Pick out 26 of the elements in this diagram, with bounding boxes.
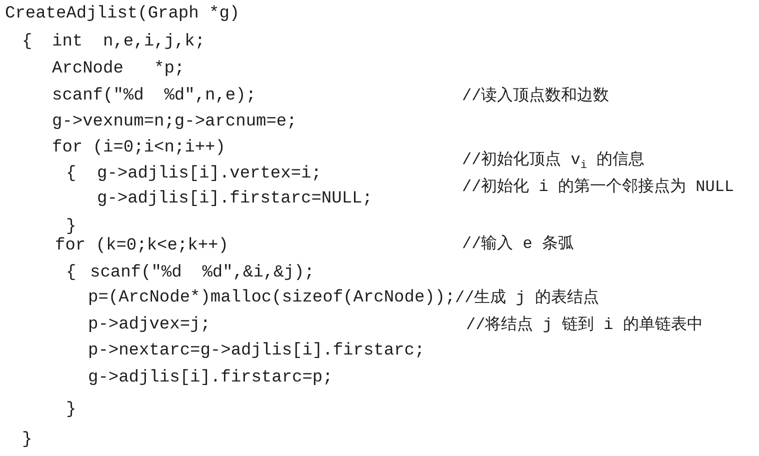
code-line: p->adjvex=j; — [88, 316, 210, 334]
code-line: CreateAdjlist(Graph *g) — [5, 6, 240, 22]
code-line: p=(ArcNode*)malloc(sizeof(ArcNode)); — [88, 290, 456, 306]
code-brace: { — [66, 264, 76, 282]
code-comment: //初始化 i 的第一个邻接点为 NULL — [462, 179, 734, 195]
code-brace: } — [66, 218, 76, 236]
code-line: g->adjlis[i].firstarc=NULL; — [97, 190, 372, 208]
code-comment: //生成 j 的表结点 — [455, 290, 600, 306]
code-line: ArcNode *p; — [52, 60, 185, 78]
code-brace: { — [66, 166, 76, 182]
code-line: scanf("%d %d",n,e); — [52, 88, 256, 104]
code-comment: //读入顶点数和边数 — [462, 88, 610, 104]
code-brace: { — [22, 34, 32, 50]
code-comment: //初始化顶点 v$_{i}$ 的信息 — [462, 152, 645, 172]
code-line: scanf("%d %d",&i,&j); — [90, 264, 314, 282]
code-line: g->vexnum=n;g->arcnum=e; — [52, 114, 297, 130]
code-line: p->nextarc=g->adjlis[i].firstarc; — [88, 342, 425, 360]
code-line: int n,e,i,j,k; — [52, 34, 206, 50]
code-line: g->adjlis[i].vertex=i; — [97, 166, 322, 182]
code-brace: } — [66, 402, 76, 418]
code-comment: //输入 e 条弧 — [462, 236, 574, 252]
code-line: for (i=0;i<n;i++) — [52, 140, 226, 156]
code-brace: } — [22, 432, 32, 448]
code-line: g->adjlis[i].firstarc=p; — [88, 370, 333, 386]
code-line: for (k=0;k<e;k++) — [55, 238, 228, 254]
code-comment: //将结点 j 链到 i 的单链表中 — [466, 317, 703, 333]
